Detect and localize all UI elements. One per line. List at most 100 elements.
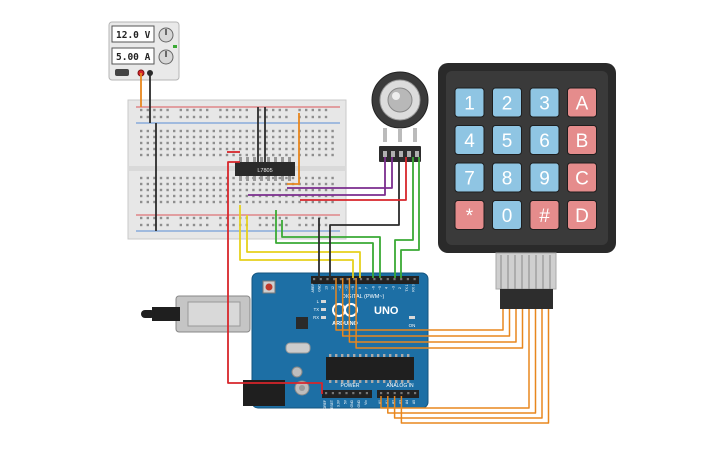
wire-keypad-column: [387, 309, 537, 414]
pin-label: RX 0: [412, 284, 416, 292]
pin-label: 2: [398, 287, 402, 289]
on-led-label: ON: [409, 323, 416, 328]
l7805-regulator[interactable]: L7805: [235, 157, 295, 181]
digital-header-label: DIGITAL (PWM~): [342, 294, 385, 300]
keypad-key[interactable]: B: [567, 125, 597, 155]
power-supply[interactable]: 12.0 V 5.00 A: [108, 21, 180, 81]
pin-label: A3: [398, 400, 402, 404]
keypad-key[interactable]: A: [567, 87, 597, 118]
pin-label: 5V: [343, 399, 347, 404]
analog-header-label: ANALOG IN: [386, 383, 414, 389]
wire-yellow-signal: [246, 215, 361, 278]
keypad-key[interactable]: 5: [492, 125, 522, 155]
wire-keypad-column: [393, 309, 543, 419]
keypad-4x4[interactable]: 1 2 3 A 4 5 6 B 7 8 9 C * 0 # D: [438, 63, 616, 309]
pin-label: A1: [385, 400, 389, 404]
wire-regulator-output: [287, 113, 300, 185]
wire-encoder-ground: [329, 157, 400, 278]
keypad-key[interactable]: 9: [529, 162, 560, 193]
pin-label: 13: [324, 286, 328, 290]
keypad-key[interactable]: 6: [529, 125, 560, 155]
keypad-key[interactable]: 4: [454, 125, 485, 155]
keypad-key-label: A: [576, 94, 589, 115]
wire-encoder-purple: [287, 157, 393, 189]
keypad-key[interactable]: C: [567, 162, 597, 193]
pin-label: GND: [350, 399, 354, 407]
keypad-key[interactable]: 7: [454, 162, 485, 193]
power-header-label: POWER: [341, 383, 360, 389]
rotary-encoder[interactable]: [371, 71, 429, 162]
wire-5v: [227, 161, 323, 394]
capacitor: [291, 366, 303, 378]
keypad-key[interactable]: #: [529, 200, 560, 230]
pin-label: A5: [412, 400, 416, 404]
dc-barrel-jack: [243, 380, 285, 406]
keypad-key[interactable]: D: [567, 200, 597, 230]
pin-label: TX 1: [405, 284, 409, 291]
keypad-key-label: B: [576, 131, 589, 152]
keypad-key-label: D: [575, 206, 589, 227]
pin-label: AREF: [311, 283, 315, 292]
keypad-key-label: 1: [464, 94, 475, 115]
pin-label: ~3: [391, 286, 395, 290]
usb-cable: [152, 307, 180, 321]
pin-label: 7: [365, 287, 369, 289]
keypad-key-label: 6: [539, 131, 550, 152]
led-label: TX: [314, 307, 320, 312]
pin-label: 12: [331, 286, 335, 290]
keypad-key-label: 9: [539, 169, 550, 190]
pin-label: ~6: [371, 286, 375, 290]
keypad-key[interactable]: *: [454, 200, 485, 230]
current-display: 5.00 A: [116, 52, 151, 63]
pin-label: A4: [405, 400, 409, 404]
keypad-key-label: 7: [464, 169, 475, 190]
power-switch[interactable]: [115, 69, 129, 76]
keypad-key-label: *: [466, 206, 474, 227]
pin-label: 8: [358, 287, 362, 289]
digital-header: [311, 276, 419, 284]
pin-label: ~5: [378, 286, 382, 290]
led-label: RX: [313, 315, 319, 320]
pin-label: 3.3V: [337, 399, 341, 407]
keypad-key-label: 4: [464, 131, 475, 152]
keypad-key-label: 2: [502, 94, 513, 115]
keypad-key-label: 8: [502, 169, 513, 190]
wire-keypad-column: [400, 309, 550, 424]
analog-header: [377, 390, 419, 398]
keypad-key-label: 5: [502, 131, 513, 152]
keypad-key-label: 3: [539, 94, 550, 115]
keypad-key-label: C: [575, 169, 589, 190]
keypad-keys: 1 2 3 A 4 5 6 B 7 8 9 C * 0 # D: [454, 87, 597, 230]
keypad-key[interactable]: 0: [492, 200, 522, 230]
keypad-key[interactable]: 1: [454, 87, 485, 118]
brand-text: ARDUINO: [332, 321, 358, 327]
led-label: L: [317, 299, 320, 304]
keypad-key[interactable]: 2: [492, 87, 522, 118]
wires: [140, 73, 550, 424]
wire-encoder-green: [400, 157, 420, 278]
keypad-key[interactable]: 8: [492, 162, 522, 193]
atmega-chip: [326, 357, 414, 380]
voltage-display: 12.0 V: [116, 30, 151, 41]
wire-encoder-vcc: [300, 157, 407, 201]
keypad-ribbon: [495, 252, 557, 290]
wire-green-signal: [275, 210, 374, 278]
keypad-connector: [500, 289, 553, 309]
pin-label: GND: [318, 284, 322, 292]
pin-label: A0: [378, 400, 382, 404]
keypad-key[interactable]: 3: [529, 87, 560, 118]
board-name: UNO: [374, 305, 399, 317]
pin-label: A2: [392, 400, 396, 404]
arduino-logo: ARDUINO: [332, 303, 359, 327]
pin-label: ~10: [345, 285, 349, 291]
wire-keypad-column: [380, 309, 530, 409]
wire-yellow-signal: [239, 205, 354, 278]
keypad-key-label: #: [539, 206, 550, 227]
wire-encoder-green: [394, 157, 414, 278]
pin-label: RESET: [330, 400, 334, 411]
wire-keypad-row: [335, 278, 504, 331]
wire-green-signal: [281, 220, 381, 278]
